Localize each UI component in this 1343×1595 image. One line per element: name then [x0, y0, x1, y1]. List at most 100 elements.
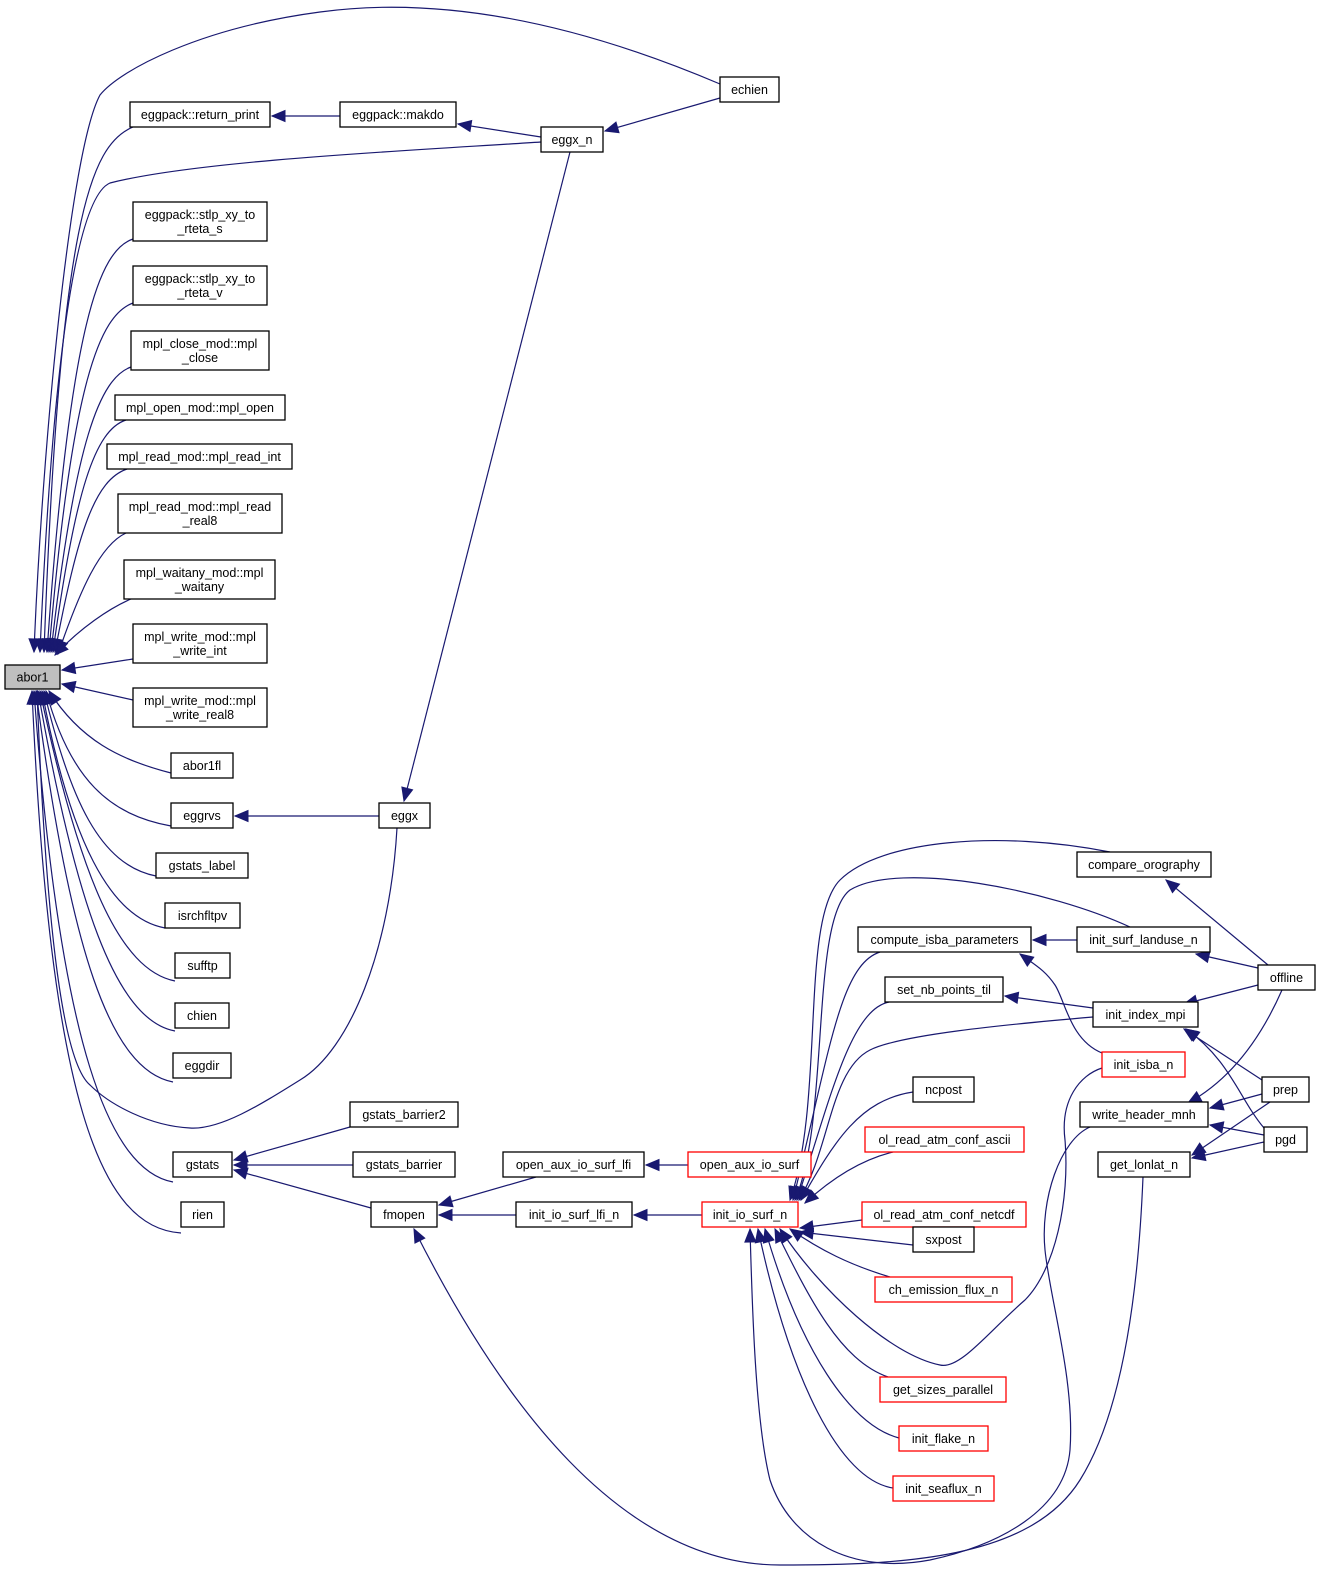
node-label: init_flake_n [912, 1432, 975, 1446]
node-sxpost[interactable]: sxpost [912, 1226, 975, 1253]
node-box [884, 976, 1004, 1003]
node-init-isba-n[interactable]: init_isba_n [1101, 1051, 1186, 1078]
node-box [687, 1151, 812, 1178]
edge-offline-to-compare-orography [1165, 879, 1269, 966]
nodes-layer: abor1 eggpack::return_print eggpack::makdo… [4, 76, 1316, 1502]
node-mpl-read-int[interactable]: mpl_read_mod::mpl_read_int [106, 443, 293, 470]
arrowhead [401, 786, 414, 803]
node-mpl-open[interactable]: mpl_open_mod::mpl_open [114, 394, 286, 421]
arrowhead [1186, 1090, 1203, 1104]
node-abor1[interactable]: abor1 [4, 664, 61, 690]
node-label: prep [1273, 1083, 1298, 1097]
edge-init-seaflux-n-to-init-io-surf-n [757, 1228, 894, 1489]
node-label: eggpack::return_print [141, 108, 260, 122]
node-gstats[interactable]: gstats [172, 1151, 233, 1178]
node-init-io-surf-n[interactable]: init_io_surf_n [701, 1201, 799, 1228]
node-label: rien [192, 1208, 213, 1222]
node-label: _close [181, 351, 218, 365]
node-box [349, 1101, 459, 1128]
node-compute-isba-parameters[interactable]: compute_isba_parameters [857, 926, 1032, 953]
edge-chien-to-abor1 [37, 690, 176, 1032]
node-eggx[interactable]: eggx [378, 802, 431, 829]
node-set-nb-points-til[interactable]: set_nb_points_til [884, 976, 1004, 1003]
node-fmopen[interactable]: fmopen [370, 1201, 438, 1228]
node-abor1fl[interactable]: abor1fl [170, 752, 234, 779]
node-init-surf-landuse-n[interactable]: init_surf_landuse_n [1076, 926, 1211, 953]
node-mpl-write-real8[interactable]: mpl_write_mod::mpl_write_real8 [132, 687, 268, 728]
node-label: init_io_surf_lfi_n [529, 1208, 619, 1222]
edge-eggx-n-to-eggpack-makdo [457, 123, 542, 138]
node-gstats-barrier[interactable]: gstats_barrier [352, 1151, 456, 1178]
node-mpl-write-int[interactable]: mpl_write_mod::mpl_write_int [132, 623, 268, 664]
node-box [174, 952, 231, 979]
node-box [1101, 1051, 1186, 1078]
node-mpl-read-real8[interactable]: mpl_read_mod::mpl_read_real8 [117, 493, 283, 534]
node-sufftp[interactable]: sufftp [174, 952, 231, 979]
node-eggrvs[interactable]: eggrvs [170, 802, 234, 829]
node-gstats-label[interactable]: gstats_label [155, 852, 249, 879]
node-ncpost[interactable]: ncpost [912, 1076, 975, 1103]
node-init-io-surf-lfi-n[interactable]: init_io_surf_lfi_n [515, 1201, 633, 1228]
node-mpl-waitany[interactable]: mpl_waitany_mod::mpl_waitany [123, 559, 276, 600]
node-label: write_header_mnh [1091, 1108, 1196, 1122]
node-prep[interactable]: prep [1261, 1076, 1310, 1103]
node-stlp-v[interactable]: eggpack::stlp_xy_to_rteta_v [132, 265, 268, 306]
arrowhead [1208, 1121, 1225, 1134]
node-label: eggpack::makdo [352, 108, 444, 122]
arrowhead [800, 1185, 814, 1202]
node-open-aux-io-surf[interactable]: open_aux_io_surf [687, 1151, 812, 1178]
edge-init-index-mpi-to-set-nb-points-til [1004, 995, 1094, 1009]
node-label: eggdir [185, 1059, 220, 1073]
node-eggpack-makdo[interactable]: eggpack::makdo [339, 101, 457, 128]
node-ch-emission-flux-n[interactable]: ch_emission_flux_n [874, 1276, 1013, 1303]
node-eggx-n[interactable]: eggx_n [540, 126, 604, 153]
node-open-aux-io-surf-lfi[interactable]: open_aux_io_surf_lfi [502, 1151, 645, 1178]
node-write-header-mnh[interactable]: write_header_mnh [1079, 1101, 1209, 1128]
edge-eggdir-to-abor1 [35, 690, 174, 1083]
node-get-sizes-parallel[interactable]: get_sizes_parallel [879, 1376, 1007, 1403]
node-label: _real8 [182, 514, 218, 528]
node-rien[interactable]: rien [180, 1201, 225, 1228]
node-box [114, 394, 286, 421]
node-init-seaflux-n[interactable]: init_seaflux_n [892, 1475, 995, 1502]
node-stlp-s[interactable]: eggpack::stlp_xy_to_rteta_s [132, 201, 268, 242]
node-get-lonlat-n[interactable]: get_lonlat_n [1097, 1151, 1191, 1178]
node-box [378, 802, 431, 829]
node-chien[interactable]: chien [174, 1002, 230, 1029]
node-compare-orography[interactable]: compare_orography [1076, 851, 1212, 878]
node-label: sufftp [187, 959, 217, 973]
arrowhead [60, 661, 77, 675]
arrowhead [644, 1158, 660, 1172]
node-isrchfltpv[interactable]: isrchfltpv [164, 902, 241, 929]
node-mpl-close[interactable]: mpl_close_mod::mpl_close [130, 330, 270, 371]
node-offline[interactable]: offline [1257, 964, 1316, 991]
node-ol-read-atm-conf-ascii[interactable]: ol_read_atm_conf_ascii [864, 1126, 1025, 1153]
node-label: fmopen [383, 1208, 425, 1222]
node-ol-read-atm-conf-netcdf[interactable]: ol_read_atm_conf_netcdf [861, 1201, 1027, 1228]
node-box [502, 1151, 645, 1178]
edge-gstats-to-abor1 [33, 690, 174, 1183]
node-box [130, 330, 270, 371]
node-init-flake-n[interactable]: init_flake_n [898, 1425, 989, 1452]
node-box [172, 1052, 232, 1079]
edge-mpl-open-to-abor1 [52, 419, 127, 653]
node-label: offline [1270, 971, 1303, 985]
edge-init-surf-landuse-n-to-init-io-surf-n [794, 877, 1131, 1201]
node-box [4, 664, 61, 690]
node-box [106, 443, 293, 470]
edge-get-lonlat-n-to-fmopen [413, 1176, 1144, 1566]
node-gstats-barrier2[interactable]: gstats_barrier2 [349, 1101, 459, 1128]
node-eggdir[interactable]: eggdir [172, 1052, 232, 1079]
node-label: gstats [186, 1158, 219, 1172]
node-label: init_surf_landuse_n [1089, 933, 1197, 947]
arrowhead [744, 1227, 757, 1243]
node-label: init_index_mpi [1106, 1008, 1186, 1022]
node-label: eggpack::stlp_xy_to [145, 272, 256, 286]
node-echien[interactable]: echien [719, 76, 780, 103]
node-pgd[interactable]: pgd [1263, 1126, 1308, 1153]
node-label: sxpost [925, 1233, 962, 1247]
node-box [164, 902, 241, 929]
node-init-index-mpi[interactable]: init_index_mpi [1092, 1001, 1199, 1028]
node-eggpack-return-print[interactable]: eggpack::return_print [129, 101, 271, 128]
arrowhead [437, 1208, 453, 1222]
